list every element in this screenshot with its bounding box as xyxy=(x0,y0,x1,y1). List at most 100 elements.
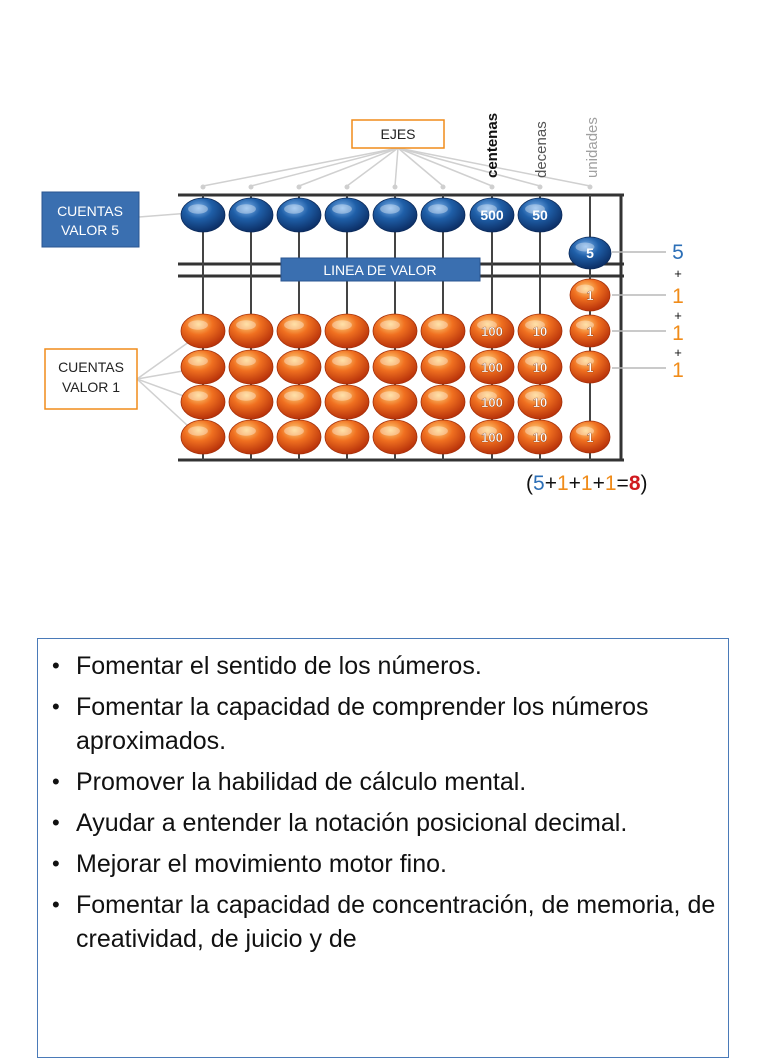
orange-bead: 10 xyxy=(517,384,563,420)
cuentas1-line1: CUENTAS xyxy=(58,359,124,375)
orange-bead xyxy=(228,313,274,349)
bead-label: 1 xyxy=(586,360,593,375)
bead-label: 1 xyxy=(586,430,593,445)
orange-bead xyxy=(276,384,322,420)
orange-bead xyxy=(372,419,418,455)
column-label-unidades: unidades xyxy=(584,117,601,178)
guide-arrow xyxy=(489,184,495,190)
blue-bead xyxy=(276,197,322,233)
orange-bead xyxy=(420,313,466,349)
orange-bead xyxy=(228,384,274,420)
bead-label: 1 xyxy=(586,288,593,303)
orange-bead: 1 xyxy=(569,350,611,384)
column-label-decenas: decenas xyxy=(533,121,550,178)
orange-bead xyxy=(324,313,370,349)
blue-bead xyxy=(324,197,370,233)
orange-bead: 10 xyxy=(517,419,563,455)
guide-arrow xyxy=(440,184,446,190)
soroban-diagram: 500 50 5 100 100 100 100 10 10 10 10 1 1 1 1 EJES CUEN… xyxy=(41,113,684,495)
orange-bead xyxy=(276,313,322,349)
orange-bead xyxy=(228,349,274,385)
blue-bead xyxy=(228,197,274,233)
blue-bead xyxy=(420,197,466,233)
bullet-item: Fomentar la capacidad de concentración, … xyxy=(50,888,716,956)
orange-bead xyxy=(324,349,370,385)
orange-bead xyxy=(180,349,226,385)
bead-label: 100 xyxy=(481,430,503,445)
orange-bead xyxy=(372,349,418,385)
blue-bead: 5 xyxy=(568,236,612,270)
guide-line xyxy=(397,147,591,187)
guide-line xyxy=(397,147,493,187)
guide-line xyxy=(298,147,399,187)
cuentas1-line2: VALOR 1 xyxy=(62,379,120,395)
orange-bead xyxy=(180,384,226,420)
bead-label: 10 xyxy=(533,430,547,445)
plus-sign: + xyxy=(674,266,682,281)
orange-bead xyxy=(180,419,226,455)
linea-de-valor-label: LINEA DE VALOR xyxy=(323,262,436,278)
orange-bead: 100 xyxy=(469,419,515,455)
orange-bead: 10 xyxy=(517,313,563,349)
objectives-box: Fomentar el sentido de los números. Fome… xyxy=(37,638,729,1058)
orange-bead xyxy=(372,384,418,420)
plus-sign: + xyxy=(674,308,682,323)
ejes-label: EJES xyxy=(380,126,415,142)
orange-bead: 10 xyxy=(517,349,563,385)
cuentas-valor1-box: CUENTAS VALOR 1 xyxy=(44,348,138,410)
guide-line xyxy=(394,147,399,187)
bead-label: 5 xyxy=(586,245,594,261)
column-label-centenas: centenas xyxy=(484,113,501,178)
bead-label: 50 xyxy=(532,207,548,223)
bead-label: 1 xyxy=(586,324,593,339)
orange-bead xyxy=(276,349,322,385)
bullet-item: Ayudar a entender la notación posicional… xyxy=(50,806,716,840)
value-1: 1 xyxy=(672,322,684,345)
orange-bead xyxy=(420,384,466,420)
guide-arrow xyxy=(248,184,254,190)
orange-bead xyxy=(372,313,418,349)
bead-label: 100 xyxy=(481,360,503,375)
orange-bead xyxy=(180,313,226,349)
plus-sign: + xyxy=(674,345,682,360)
guide-arrow xyxy=(200,184,206,190)
bead-label: 500 xyxy=(480,207,504,223)
bead-label: 10 xyxy=(533,324,547,339)
cuentas5-line2: VALOR 5 xyxy=(61,222,119,238)
orange-bead xyxy=(276,419,322,455)
bullet-item: Promover la habilidad de cálculo mental. xyxy=(50,765,716,799)
bead-label: 10 xyxy=(533,395,547,410)
beads: 500 50 5 100 100 100 100 10 10 10 10 1 1 1 1 xyxy=(180,197,612,455)
blue-bead: 500 xyxy=(469,197,515,233)
blue-bead xyxy=(372,197,418,233)
orange-bead xyxy=(420,419,466,455)
orange-bead: 100 xyxy=(469,384,515,420)
orange-bead xyxy=(324,384,370,420)
guide-arrow xyxy=(392,184,398,190)
guide-arrow xyxy=(537,184,543,190)
bullet-item: Fomentar el sentido de los números. xyxy=(50,649,716,683)
bead-label: 10 xyxy=(533,360,547,375)
bullet-item: Fomentar la capacidad de comprender los … xyxy=(50,690,716,758)
bead-label: 100 xyxy=(481,395,503,410)
value-1: 1 xyxy=(672,359,684,382)
right-values: 5 + 1 + 1 + 1 xyxy=(672,241,684,382)
guide-arrow xyxy=(344,184,350,190)
blue-bead xyxy=(180,197,226,233)
guide-line xyxy=(397,147,444,187)
orange-bead: 100 xyxy=(469,349,515,385)
orange-bead: 1 xyxy=(569,314,611,348)
sum-expression: (5+1+1+1=8) xyxy=(526,472,648,495)
value-5: 5 xyxy=(672,241,684,264)
orange-bead: 1 xyxy=(569,278,611,312)
bullet-item: Mejorar el movimiento motor fino. xyxy=(50,847,716,881)
linea-de-valor-box: LINEA DE VALOR xyxy=(280,257,481,282)
cuentas-valor5-box: CUENTAS VALOR 5 xyxy=(41,191,140,248)
bead-label: 100 xyxy=(481,324,503,339)
guide-arrow xyxy=(296,184,302,190)
orange-bead: 1 xyxy=(569,420,611,454)
guide-arrow xyxy=(587,184,593,190)
guide-line xyxy=(250,147,399,187)
orange-bead xyxy=(324,419,370,455)
value-1: 1 xyxy=(672,285,684,308)
